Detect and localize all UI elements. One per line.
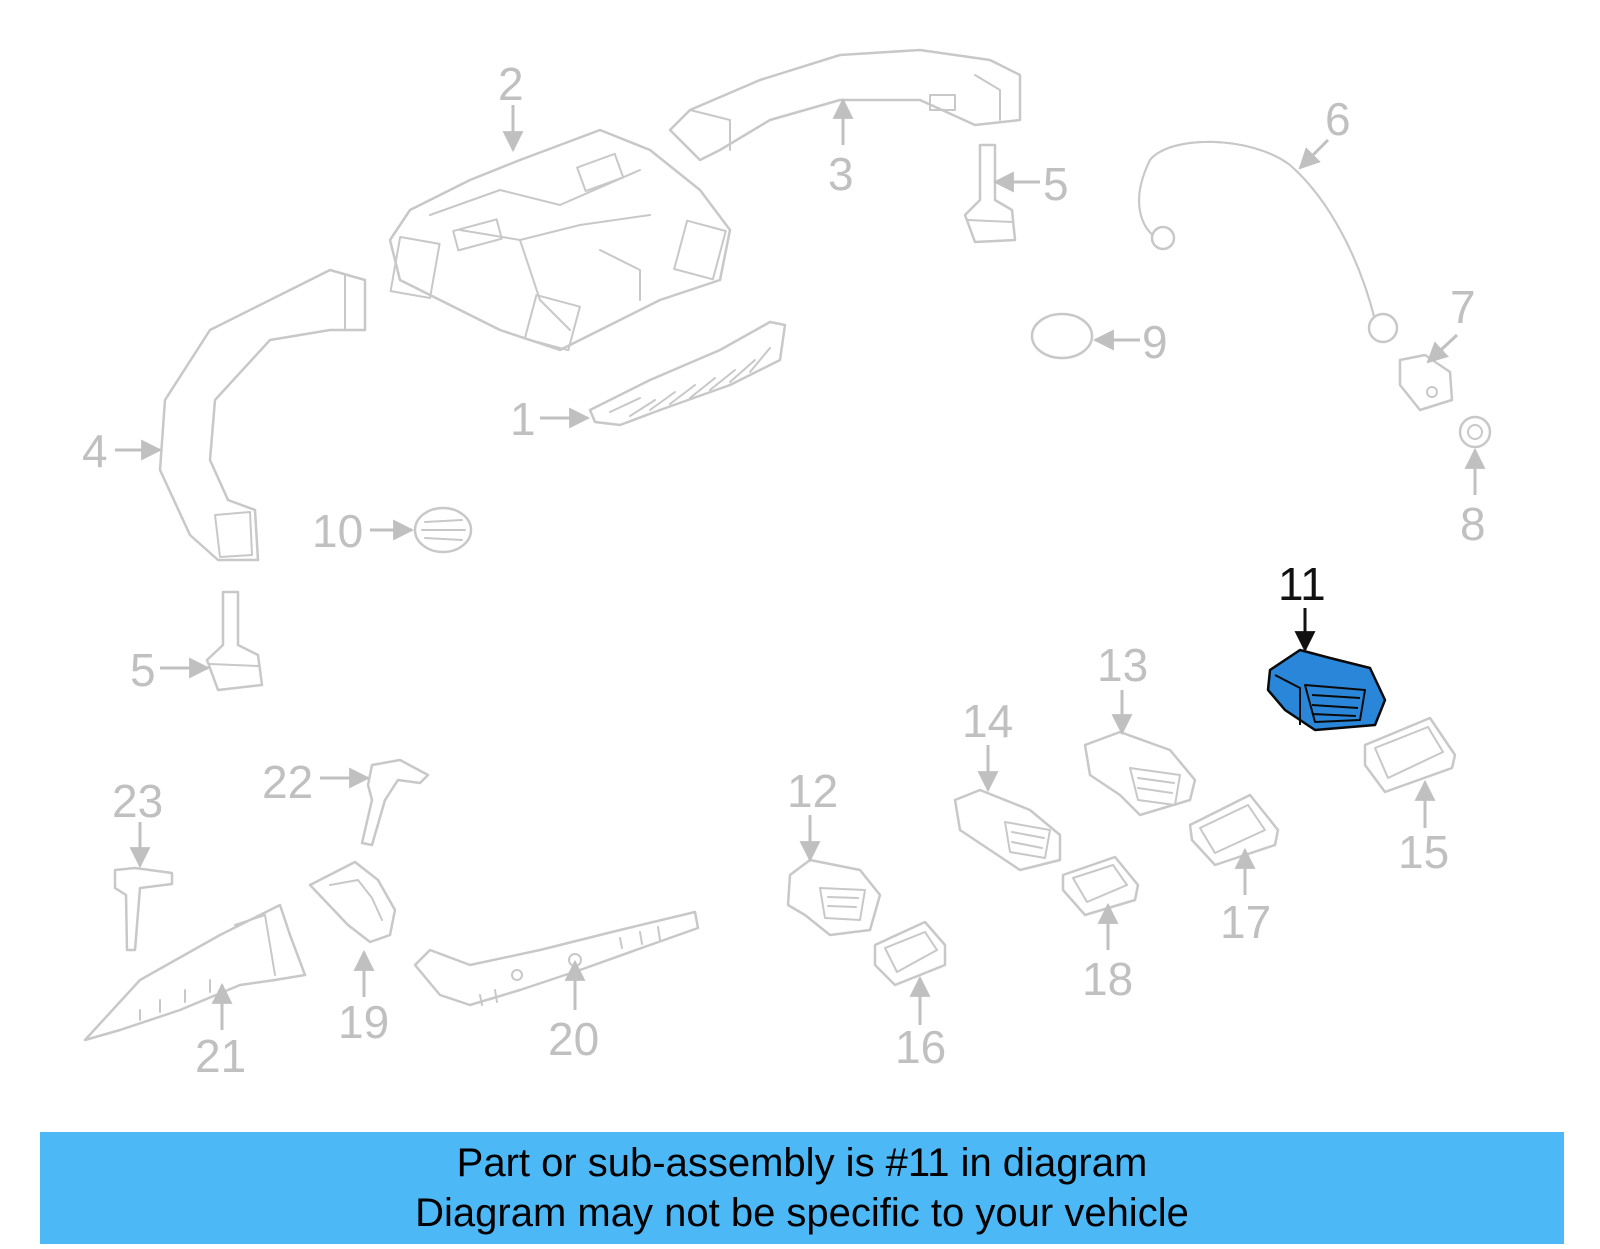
callout-16: 16 [895,1021,946,1073]
callout-1: 1 [510,393,536,445]
callout-15: 15 [1398,826,1449,878]
callout-20: 20 [548,1013,599,1065]
callout-22: 22 [262,756,313,808]
callout-7: 7 [1450,281,1476,333]
part-9-gasket [1030,312,1094,360]
parts-diagram: 1 2 3 4 5 5 6 7 8 9 10 11 12 13 14 15 16… [82,48,1492,1082]
callout-21: 21 [195,1030,246,1082]
part-21-floor-duct [83,903,307,1042]
callout-10: 10 [312,505,363,557]
part-22-fitting [360,758,430,847]
callout-9: 9 [1142,316,1168,368]
info-banner: Part or sub-assembly is #11 in diagram D… [40,1132,1564,1244]
part-23-fitting [113,866,174,952]
part-14-vent [953,788,1062,872]
part-4-side-duct [158,268,367,562]
part-18-bezel [1061,855,1140,917]
callout-23: 23 [112,775,163,827]
callout-11: 11 [1278,558,1326,610]
callout-4: 4 [82,425,108,477]
callout-12: 12 [787,765,838,817]
callout-18: 18 [1082,953,1133,1005]
part-5-lower-fitting [205,590,264,692]
part-13-vent [1083,730,1197,817]
callout-labels: 1 2 3 4 5 5 6 7 8 9 10 11 12 13 14 15 16… [82,58,1486,1082]
part-16-bezel [873,920,947,987]
part-7-clip [1398,353,1454,412]
leader-arrows [115,97,1486,1030]
callout-19: 19 [338,996,389,1048]
part-15-bezel [1363,716,1457,794]
callout-2: 2 [498,58,524,110]
banner-part-notice: Part or sub-assembly is #11 in diagram [456,1141,1148,1185]
part-11-highlighted-vent [1266,648,1387,732]
part-17-bezel [1188,793,1280,867]
callout-14: 14 [962,695,1013,747]
part-3-upper-duct [668,48,1022,162]
callout-8: 8 [1460,498,1486,550]
part-2-hvac-housing [388,128,732,352]
callout-5-lower: 5 [130,644,156,696]
callout-5-upper: 5 [1043,158,1069,210]
part-19-vent [308,860,397,944]
part-8-grommet [1458,415,1492,449]
banner-disclaimer: Diagram may not be specific to your vehi… [415,1191,1189,1235]
part-6-hose [1138,140,1399,344]
callout-3: 3 [828,148,854,200]
part-12-vent [786,858,882,937]
callout-6: 6 [1325,93,1351,145]
callout-17: 17 [1220,896,1271,948]
part-20-rear-duct [413,910,700,1007]
part-10-small-grille [413,506,473,554]
part-1-defroster-grille [588,320,787,427]
part-5-upper-fitting [963,143,1017,244]
callout-13: 13 [1097,639,1148,691]
